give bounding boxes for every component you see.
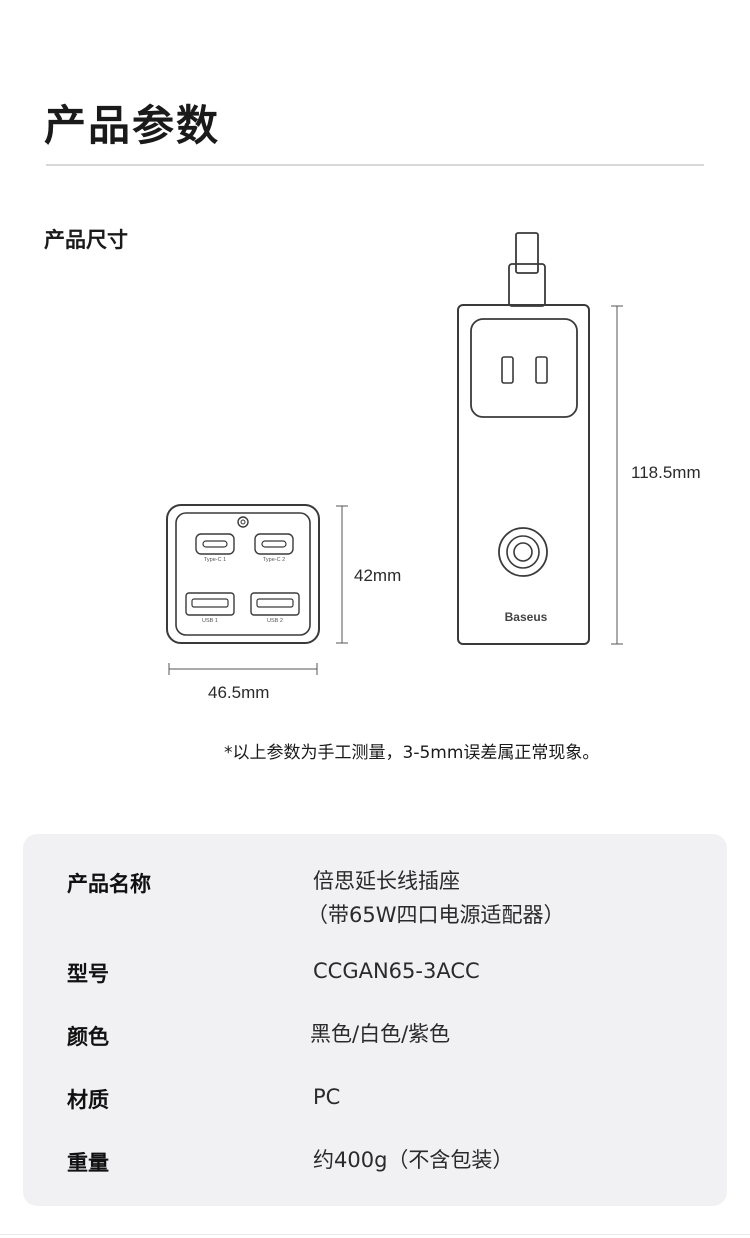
type-c-port-2 — [254, 533, 294, 555]
port-label-usb-2: USB 2 — [267, 618, 283, 624]
spec-key: 材质 — [67, 1088, 109, 1112]
side-view — [457, 232, 590, 645]
spec-value-line: 倍思延长线插座 — [313, 869, 460, 893]
type-c-port-1 — [195, 533, 235, 555]
port-label-type-c-2: Type-C 2 — [263, 557, 285, 563]
title-divider — [46, 164, 704, 166]
spec-value-line: （带65W四口电源适配器） — [307, 903, 565, 927]
bottom-divider — [0, 1234, 750, 1235]
spec-key: 产品名称 — [67, 872, 151, 896]
spec-value: CCGAN65-3ACC — [313, 959, 480, 983]
port-label-type-c-1: Type-C 1 — [204, 557, 226, 563]
page-title: 产品参数 — [44, 101, 221, 150]
spec-key: 型号 — [67, 962, 109, 986]
measurement-note: *以上参数为手工测量，3-5mm误差属正常现象。 — [224, 743, 600, 763]
spec-value: 约400g（不含包装） — [313, 1148, 514, 1172]
usb-port-1 — [185, 592, 235, 616]
section-title: 产品尺寸 — [44, 228, 128, 252]
spec-value: PC — [313, 1085, 341, 1109]
width-dimension-line — [168, 663, 318, 675]
spec-table: 产品名称 倍思延长线插座 （带65W四口电源适配器） 型号 CCGAN65-3A… — [23, 834, 727, 1206]
product-drawing: Type-C 1 Type-C 2 USB 1 USB 2 Baseus — [166, 232, 623, 675]
length-dimension-line — [611, 305, 623, 645]
front-view — [166, 504, 320, 644]
brand-logo: Baseus — [505, 610, 548, 624]
usb-port-2 — [250, 592, 300, 616]
spec-value: 黑色/白色/紫色 — [310, 1022, 451, 1046]
spec-value: 倍思延长线插座 （带65W四口电源适配器） — [307, 864, 693, 932]
spec-key: 重量 — [67, 1151, 109, 1175]
length-dimension-label: 118.5mm — [631, 463, 701, 482]
height-dimension-label: 42mm — [354, 566, 402, 585]
height-dimension-line — [336, 505, 348, 644]
width-dimension-label: 46.5mm — [208, 683, 270, 702]
spec-key: 颜色 — [67, 1025, 109, 1049]
port-label-usb-1: USB 1 — [202, 618, 218, 624]
